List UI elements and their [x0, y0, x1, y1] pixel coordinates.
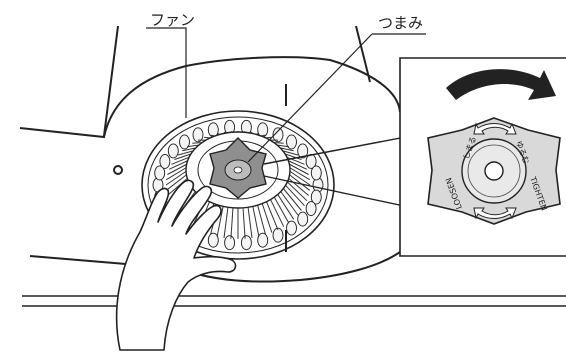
fan-scallop [160, 154, 170, 168]
knob-center-dot [234, 167, 242, 173]
housing-left-lower [30, 256, 126, 264]
fan-scallop [225, 236, 235, 250]
fan-blade [253, 204, 259, 236]
fan-scallop [313, 178, 323, 192]
screw-hole [114, 166, 122, 174]
housing-left-edge [104, 26, 118, 136]
fan-blade [231, 206, 233, 239]
hand-outline [117, 180, 236, 350]
fan-blade [243, 206, 245, 239]
fan-scallop [287, 221, 297, 235]
fan-callout-label: ファン [150, 11, 195, 29]
fan-blade [257, 203, 266, 235]
fan-blade [266, 200, 278, 230]
knob-callout-label: つまみ [378, 14, 423, 32]
fan-scallop [208, 233, 218, 247]
fan-blade [248, 205, 252, 238]
fan-blade [262, 202, 272, 233]
fan-scallop [258, 233, 268, 247]
fan-scallop [311, 166, 321, 180]
fan-blade [287, 177, 309, 196]
fan-scallop [298, 212, 308, 226]
hand [117, 180, 236, 350]
fan-scallop [273, 228, 283, 242]
fan-scallop [241, 236, 251, 250]
fan-blade [224, 205, 228, 238]
fan-scallop [168, 144, 178, 158]
knob-face-hole [485, 162, 503, 180]
zoom-inset: しまる ゆるむ TIGHTEN LOOSEN [400, 58, 566, 256]
fan-scallop [306, 202, 316, 216]
